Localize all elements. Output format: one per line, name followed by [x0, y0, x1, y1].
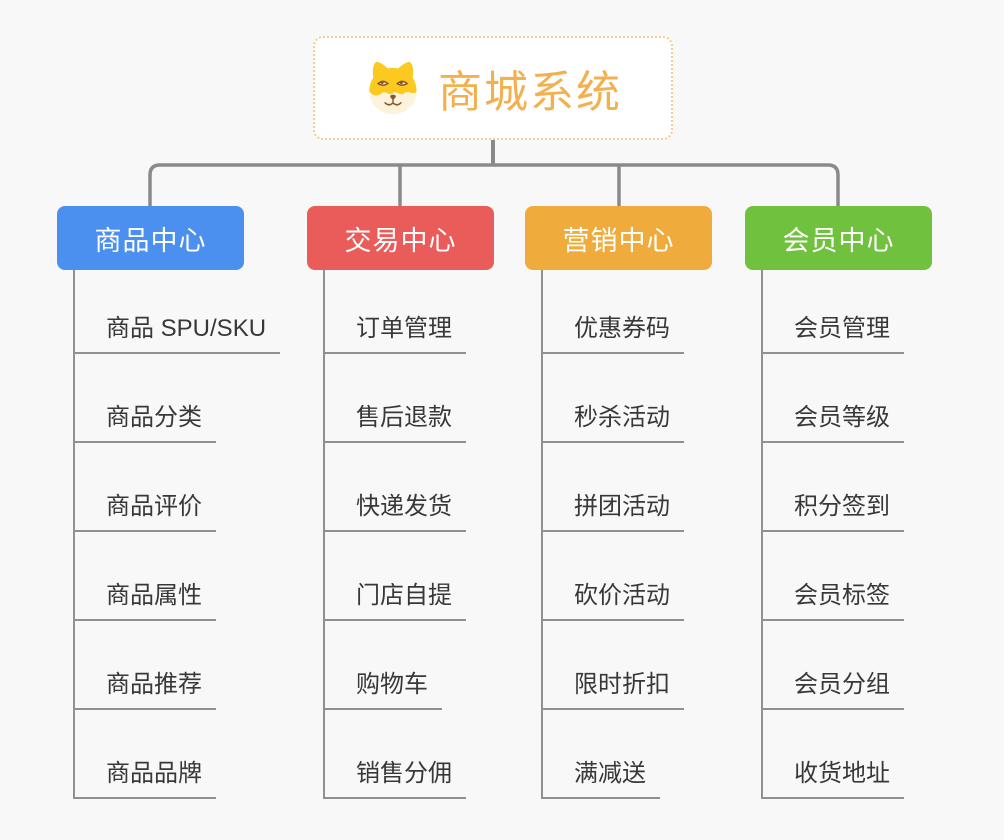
leaf-label[interactable]: 秒杀活动: [543, 397, 684, 443]
leaf-node: 限时折扣: [543, 621, 765, 710]
dog-face-icon: [369, 61, 417, 115]
leaf-node: 会员标签: [763, 532, 985, 621]
leaf-node: 商品评价: [75, 443, 297, 532]
leaf-node: 商品分类: [75, 354, 297, 443]
leaf-node: 订单管理: [325, 270, 547, 354]
leaf-node: 购物车: [325, 621, 547, 710]
branch-children-marketing-center: 优惠券码 秒杀活动 拼团活动 砍价活动 限时折扣 满减送: [541, 270, 765, 799]
leaf-node: 商品 SPU/SKU: [75, 270, 297, 354]
branch-trade-center: 交易中心 订单管理 售后退款 快递发货 门店自提 购物车 销售分佣: [307, 206, 547, 799]
leaf-node: 秒杀活动: [543, 354, 765, 443]
branch-header-product-center[interactable]: 商品中心: [57, 206, 244, 270]
leaf-node: 会员等级: [763, 354, 985, 443]
leaf-label[interactable]: 积分签到: [763, 486, 904, 532]
branch-member-center: 会员中心 会员管理 会员等级 积分签到 会员标签 会员分组 收货地址: [745, 206, 985, 799]
leaf-node: 商品品牌: [75, 710, 297, 799]
leaf-node: 售后退款: [325, 354, 547, 443]
leaf-label[interactable]: 砍价活动: [543, 575, 684, 621]
leaf-node: 销售分佣: [325, 710, 547, 799]
leaf-node: 满减送: [543, 710, 765, 799]
leaf-label[interactable]: 拼团活动: [543, 486, 684, 532]
leaf-label[interactable]: 商品属性: [75, 575, 216, 621]
leaf-node: 砍价活动: [543, 532, 765, 621]
branch-header-member-center[interactable]: 会员中心: [745, 206, 932, 270]
leaf-label[interactable]: 满减送: [543, 753, 660, 799]
leaf-label[interactable]: 商品推荐: [75, 664, 216, 710]
leaf-label[interactable]: 购物车: [325, 664, 442, 710]
leaf-label[interactable]: 收货地址: [763, 753, 904, 799]
leaf-label[interactable]: 快递发货: [325, 486, 466, 532]
branch-children-trade-center: 订单管理 售后退款 快递发货 门店自提 购物车 销售分佣: [323, 270, 547, 799]
leaf-label[interactable]: 会员标签: [763, 575, 904, 621]
leaf-label[interactable]: 销售分佣: [325, 753, 466, 799]
leaf-node: 门店自提: [325, 532, 547, 621]
leaf-node: 商品属性: [75, 532, 297, 621]
branch-header-marketing-center[interactable]: 营销中心: [525, 206, 712, 270]
branch-header-trade-center[interactable]: 交易中心: [307, 206, 494, 270]
leaf-node: 优惠券码: [543, 270, 765, 354]
leaf-label[interactable]: 会员管理: [763, 308, 904, 354]
leaf-node: 会员管理: [763, 270, 985, 354]
leaf-label[interactable]: 限时折扣: [543, 664, 684, 710]
leaf-label[interactable]: 商品品牌: [75, 753, 216, 799]
leaf-node: 快递发货: [325, 443, 547, 532]
leaf-label[interactable]: 会员等级: [763, 397, 904, 443]
leaf-label[interactable]: 会员分组: [763, 664, 904, 710]
leaf-label[interactable]: 订单管理: [325, 308, 466, 354]
leaf-label[interactable]: 优惠券码: [543, 308, 684, 354]
branch-bus-line: [148, 163, 840, 207]
root-title: 商城系统: [438, 68, 622, 117]
leaf-node: 拼团活动: [543, 443, 765, 532]
branch-children-product-center: 商品 SPU/SKU 商品分类 商品评价 商品属性 商品推荐 商品品牌: [73, 270, 297, 799]
leaf-label[interactable]: 门店自提: [325, 575, 466, 621]
root-node[interactable]: 商城系统: [313, 36, 673, 140]
branch-children-member-center: 会员管理 会员等级 积分签到 会员标签 会员分组 收货地址: [761, 270, 985, 799]
leaf-label[interactable]: 售后退款: [325, 397, 466, 443]
leaf-node: 积分签到: [763, 443, 985, 532]
leaf-label[interactable]: 商品评价: [75, 486, 216, 532]
branch-product-center: 商品中心 商品 SPU/SKU 商品分类 商品评价 商品属性 商品推荐 商品品牌: [57, 206, 297, 799]
leaf-node: 会员分组: [763, 621, 985, 710]
leaf-node: 商品推荐: [75, 621, 297, 710]
leaf-label[interactable]: 商品分类: [75, 397, 216, 443]
leaf-node: 收货地址: [763, 710, 985, 799]
leaf-label[interactable]: 商品 SPU/SKU: [75, 308, 281, 354]
branch-marketing-center: 营销中心 优惠券码 秒杀活动 拼团活动 砍价活动 限时折扣 满减送: [525, 206, 765, 799]
